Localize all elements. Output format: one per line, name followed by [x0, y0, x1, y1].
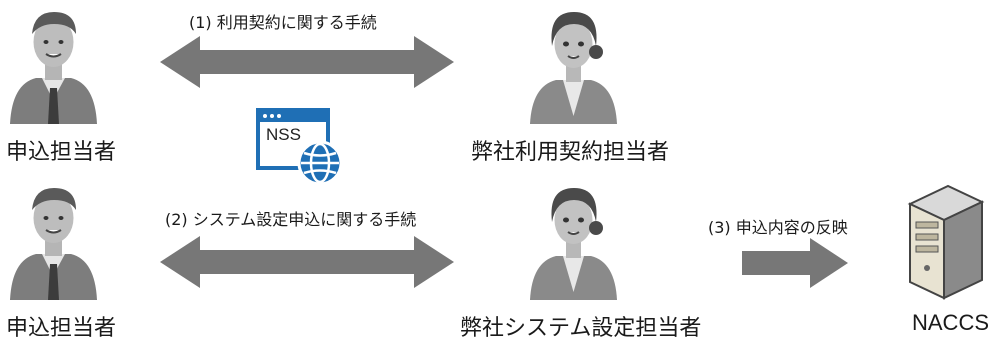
naccs-server: [902, 182, 986, 300]
male-person-icon: [10, 12, 97, 124]
step-2-double-arrow: [160, 236, 454, 288]
applicant-2-label: 申込担当者: [6, 316, 117, 341]
step-1-label: (1) 利用契約に関する手続: [189, 13, 377, 32]
nss-label: NSS: [266, 125, 301, 144]
right-arrow-icon: [742, 238, 848, 288]
step-2-label: (2) システム設定申込に関する手続: [165, 210, 417, 229]
step-1-double-arrow: [160, 36, 454, 88]
browser-globe-icon: [256, 108, 343, 186]
system-staff-person: [526, 182, 621, 300]
naccs-label: NACCS: [912, 310, 990, 335]
contract-staff-label: 弊社利用契約担当者: [471, 140, 670, 165]
step-3-arrow: [742, 238, 848, 288]
female-person-icon: [530, 12, 617, 124]
nss-web-icon: [256, 108, 352, 186]
applicant-1-label: 申込担当者: [6, 140, 117, 165]
applicant-1-person: [6, 4, 101, 124]
system-staff-label: 弊社システム設定担当者: [460, 316, 702, 341]
female-person-icon: [530, 188, 617, 300]
contract-staff-person: [526, 6, 621, 124]
male-person-icon: [10, 188, 97, 300]
step-3-label: (3) 申込内容の反映: [708, 218, 848, 237]
server-tower-icon: [907, 184, 985, 300]
applicant-2-person: [6, 180, 101, 300]
double-arrow-icon: [160, 236, 454, 288]
double-arrow-icon: [160, 36, 454, 88]
